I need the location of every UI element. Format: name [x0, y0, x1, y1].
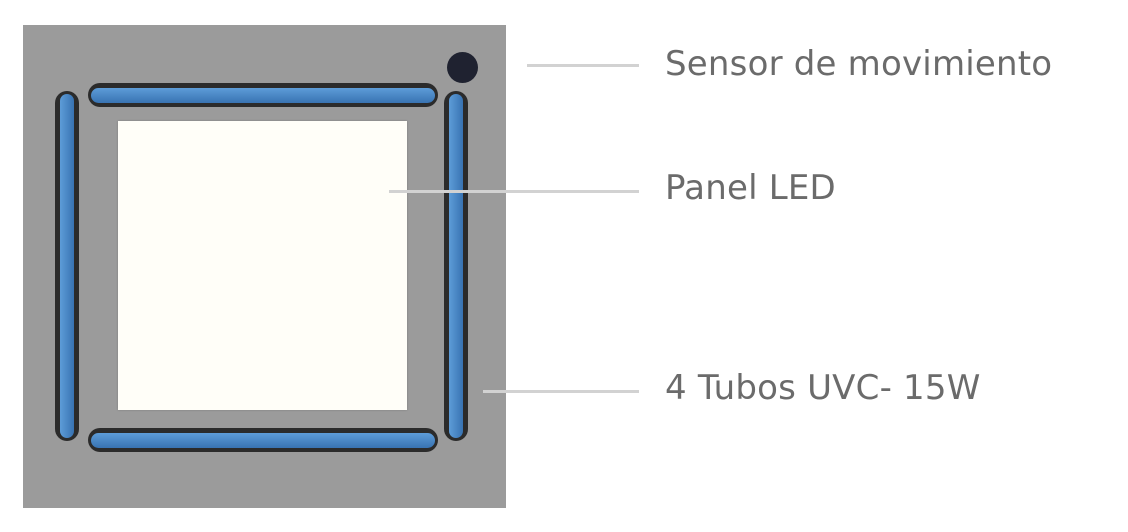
uvc-tube-top-slot	[88, 83, 438, 107]
uvc-tube-bottom-icon	[91, 433, 435, 448]
sensor-leader-line	[527, 64, 639, 67]
uvc-tube-bottom-slot	[88, 428, 438, 452]
uvc-tube-right-icon	[449, 94, 463, 438]
led-panel-label: Panel LED	[665, 168, 836, 208]
uvc-tubes-leader-line	[483, 390, 639, 393]
uvc-tube-left-icon	[60, 94, 74, 438]
led-panel-leader-line	[389, 190, 639, 193]
uvc-tube-right-slot	[444, 91, 468, 441]
uvc-device-body	[23, 25, 506, 508]
uvc-tubes-label: 4 Tubos UVC- 15W	[665, 368, 981, 408]
led-panel	[118, 121, 407, 410]
uvc-tube-top-icon	[91, 88, 435, 103]
motion-sensor-icon	[447, 52, 478, 83]
sensor-label: Sensor de movimiento	[665, 44, 1053, 84]
uvc-tube-left-slot	[55, 91, 79, 441]
